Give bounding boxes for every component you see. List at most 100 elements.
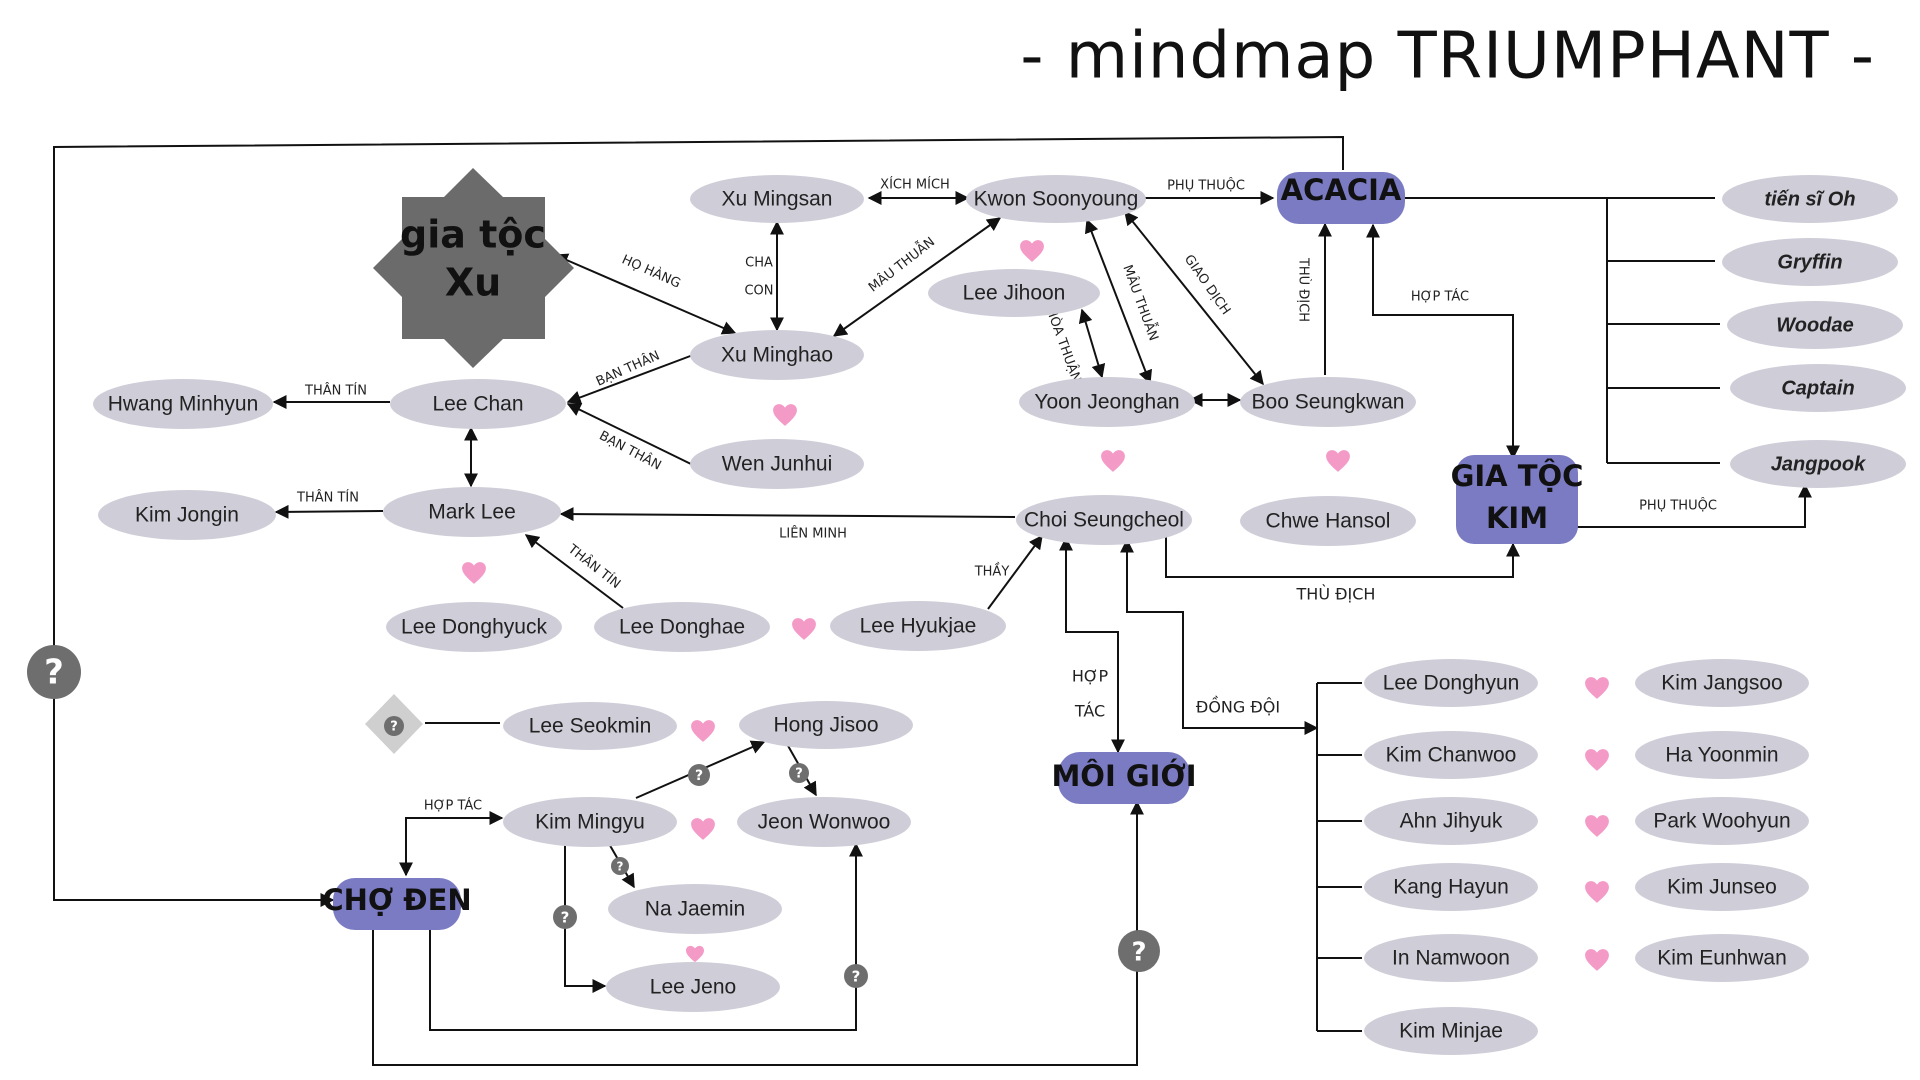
node-shape	[1635, 934, 1809, 982]
node-captain[interactable]: Captain	[1730, 364, 1906, 412]
node-label: Hong Jisoo	[773, 714, 878, 737]
node-in-namwoon[interactable]: In Namwoon	[1364, 934, 1538, 982]
node-kim-junseo[interactable]: Kim Junseo	[1635, 863, 1809, 911]
node-shape	[608, 884, 782, 934]
node-label: Hwang Minhyun	[108, 393, 259, 416]
node-lee-hyukjae[interactable]: Lee Hyukjae	[830, 601, 1006, 651]
question-icon[interactable]: ?	[1118, 930, 1160, 972]
question-icon[interactable]: ?	[688, 764, 710, 786]
node-shape	[690, 175, 864, 223]
node-kang-hayun[interactable]: Kang Hayun	[1364, 863, 1538, 911]
node-kim-jangsoo[interactable]: Kim Jangsoo	[1635, 659, 1809, 707]
svg-text:?: ?	[852, 968, 861, 986]
node-xu-mingsan[interactable]: Xu Mingsan	[690, 175, 864, 223]
node-label: Boo Seungkwan	[1252, 391, 1405, 414]
node-xu-minghao[interactable]: Xu Minghao	[690, 330, 864, 380]
node-wen-junhui[interactable]: Wen Junhui	[690, 439, 864, 489]
node-label: Choi Seungcheol	[1024, 509, 1184, 532]
node-ahn-jihyuk[interactable]: Ahn Jihyuk	[1364, 797, 1538, 845]
node-shape	[1364, 934, 1538, 982]
node-label: Lee Donghae	[619, 616, 745, 639]
node-kwon-soonyoung[interactable]: Kwon Soonyoung	[966, 175, 1146, 223]
node-label: Lee Jeno	[650, 976, 736, 999]
question-icon[interactable]: ?	[27, 645, 81, 699]
node-shape	[739, 701, 913, 749]
node-shape	[1635, 797, 1809, 845]
node-label: Captain	[1781, 377, 1854, 399]
node-lee-donghyuck[interactable]: Lee Donghyuck	[386, 602, 562, 652]
node-lee-chan[interactable]: Lee Chan	[390, 379, 566, 429]
heart-icon	[1585, 881, 1609, 903]
node-kim-minjae[interactable]: Kim Minjae	[1364, 1007, 1538, 1055]
edge-choi-dongdoi	[1120, 538, 1319, 735]
edge-acacia-choden	[53, 135, 1344, 907]
question-icon[interactable]: ?	[844, 964, 868, 988]
node-shape	[1240, 377, 1416, 427]
edge-choi-mark	[559, 507, 1016, 522]
node-woodae[interactable]: Woodae	[1727, 301, 1903, 349]
heart-icon	[1585, 749, 1609, 771]
question-icon[interactable]: ?	[611, 857, 629, 875]
node-lee-jeno[interactable]: Lee Jeno	[606, 962, 780, 1012]
rel-ho-hang: HỌ HÀNG	[619, 252, 683, 292]
node-label: Kim Jongin	[135, 504, 239, 527]
gia-toc-xu-node[interactable]: gia tộc Xu	[373, 168, 574, 368]
node-label: Xu Minghao	[721, 344, 833, 367]
edge-minghao-kwon	[832, 217, 1002, 337]
node-lee-jihoon[interactable]: Lee Jihoon	[928, 269, 1100, 317]
node-label: Kang Hayun	[1393, 876, 1509, 899]
heart-icon	[691, 818, 715, 840]
acacia-node[interactable]: ACACIA	[1277, 172, 1405, 224]
node-label: Ha Yoonmin	[1665, 744, 1778, 767]
node-lee-donghyun[interactable]: Lee Donghyun	[1364, 659, 1538, 707]
node-lee-donghae[interactable]: Lee Donghae	[594, 602, 770, 652]
gia-toc-kim-shape	[1456, 455, 1578, 544]
rel-than-tin-1: THÂN TÍN	[304, 383, 367, 399]
rel-than-tin-3: THÂN TÍN	[564, 541, 623, 592]
node-chwe-hansol[interactable]: Chwe Hansol	[1240, 496, 1416, 546]
node-shape	[1722, 175, 1898, 223]
node-jangpook[interactable]: Jangpook	[1730, 440, 1906, 488]
node-kim-mingyu[interactable]: Kim Mingyu	[503, 797, 677, 847]
node-shape	[606, 962, 780, 1012]
heart-icon	[1326, 450, 1350, 472]
question-icons: ? ? ? ? ? ? ? ?	[27, 645, 1160, 988]
question-diamond-icon[interactable]: ?	[365, 694, 423, 754]
cho-den-node[interactable]: CHỢ ĐEN	[322, 878, 472, 930]
moi-gioi-node[interactable]: MÔI GIỚI	[1051, 752, 1197, 804]
node-kim-eunhwan[interactable]: Kim Eunhwan	[1635, 934, 1809, 982]
gia-toc-xu-line1: gia tộc	[400, 213, 546, 257]
edge-kim-jangpook	[1577, 483, 1812, 528]
question-icon[interactable]: ?	[789, 763, 809, 783]
node-shape	[1722, 238, 1898, 286]
rel-con: CON	[744, 284, 773, 299]
node-choi-seungcheol[interactable]: Choi Seungcheol	[1016, 495, 1192, 545]
node-label: Gryffin	[1777, 251, 1842, 273]
question-icon[interactable]: ?	[553, 905, 577, 929]
node-mark-lee[interactable]: Mark Lee	[383, 487, 561, 537]
node-kim-jongin[interactable]: Kim Jongin	[98, 490, 276, 540]
node-yoon-jeonghan[interactable]: Yoon Jeonghan	[1019, 377, 1195, 427]
node-shape	[93, 379, 273, 429]
node-jeon-wonwoo[interactable]: Jeon Wonwoo	[737, 797, 911, 847]
node-na-jaemin[interactable]: Na Jaemin	[608, 884, 782, 934]
node-shape	[1364, 731, 1538, 779]
heart-icon	[1020, 240, 1044, 262]
node-lee-seokmin[interactable]: Lee Seokmin	[503, 702, 677, 750]
node-label: Mark Lee	[428, 501, 516, 524]
gia-toc-kim-node[interactable]: GIA TỘC KIM	[1451, 455, 1584, 544]
rel-thu-dich: THÙ ĐỊCH	[1296, 257, 1312, 322]
node-shape	[594, 602, 770, 652]
node-shape	[390, 379, 566, 429]
node-hong-jisoo[interactable]: Hong Jisoo	[739, 701, 913, 749]
node-gryffin[interactable]: Gryffin	[1722, 238, 1898, 286]
node-kim-chanwoo[interactable]: Kim Chanwoo	[1364, 731, 1538, 779]
node-boo-seungkwan[interactable]: Boo Seungkwan	[1240, 377, 1416, 427]
node-label: Lee Hyukjae	[860, 615, 977, 638]
node-hwang-minhyun[interactable]: Hwang Minhyun	[93, 379, 273, 429]
node-park-woohyun[interactable]: Park Woohyun	[1635, 797, 1809, 845]
node-shape	[737, 797, 911, 847]
edge-wen-leechan	[566, 403, 694, 466]
node-tien-si-oh[interactable]: tiến sĩ Oh	[1722, 175, 1898, 223]
node-ha-yoonmin[interactable]: Ha Yoonmin	[1635, 731, 1809, 779]
